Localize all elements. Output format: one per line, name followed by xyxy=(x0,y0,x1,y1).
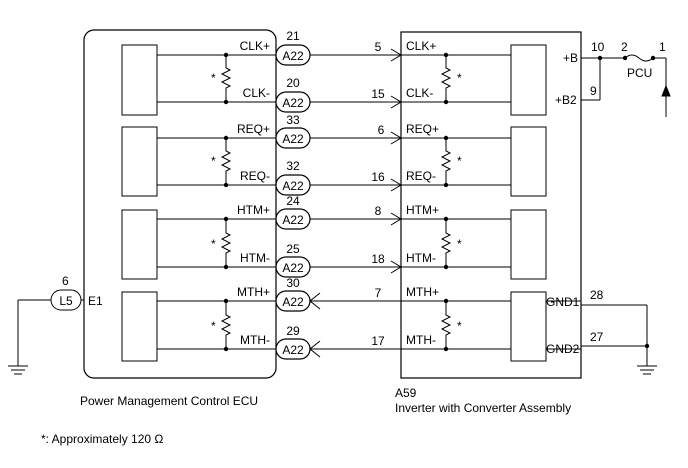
resistor-mark: * xyxy=(211,237,216,251)
inv-pin-number: 16 xyxy=(371,170,385,184)
resistor-mark: * xyxy=(211,154,216,168)
inv-htm-block xyxy=(510,209,547,280)
inv-pin-number: 8 xyxy=(375,204,382,218)
ecu-pin-number: 24 xyxy=(286,194,300,208)
ecu-mth-resistor xyxy=(220,301,232,349)
ground-pin-number: 6 xyxy=(62,274,69,288)
fuse-pin-left: 2 xyxy=(621,40,628,54)
ground-pin-27: 27 xyxy=(590,330,604,344)
connector-label: A22 xyxy=(282,343,304,357)
inv-signal-label: CLK+ xyxy=(406,39,436,53)
inverter-name: Inverter with Converter Assembly xyxy=(395,401,571,415)
inverter-connector-id: A59 xyxy=(395,386,417,400)
ecu-pin-number: 25 xyxy=(286,242,300,256)
ecu-pin-number: 30 xyxy=(286,276,300,290)
inverter-box xyxy=(400,31,582,379)
inv-signal-label: CLK- xyxy=(406,86,433,100)
inv-signal-label: REQ- xyxy=(406,169,436,183)
inv-pin-number: 5 xyxy=(375,40,382,54)
connector-oval xyxy=(275,44,311,66)
ecu-signal-label: REQ+ xyxy=(237,122,270,136)
inv-signal-label: HTM- xyxy=(406,251,436,265)
ecu-signal-label: MTH+ xyxy=(237,285,270,299)
connector-label: A22 xyxy=(282,295,304,309)
connector-oval xyxy=(275,174,311,196)
ecu-name: Power Management Control ECU xyxy=(80,394,258,408)
ecu-req-resistor xyxy=(220,138,232,185)
connector-oval xyxy=(275,91,311,113)
resistor-mark: * xyxy=(457,237,462,251)
resistor-mark: * xyxy=(211,319,216,333)
ecu-signal-label: CLK+ xyxy=(240,39,270,53)
connector-label: A22 xyxy=(282,213,304,227)
inv-pin-number: 15 xyxy=(371,87,385,101)
connector-label: A22 xyxy=(282,261,304,275)
ecu-signal-label: HTM- xyxy=(240,251,270,265)
inv-mth-block xyxy=(510,291,547,362)
ground-connector-label: L5 xyxy=(59,294,73,308)
ecu-pin-number: 29 xyxy=(286,324,300,338)
power-arrow-icon xyxy=(661,84,671,97)
fuse-pin-right: 1 xyxy=(659,40,666,54)
connector-label: A22 xyxy=(282,49,304,63)
inv-mth-resistor xyxy=(440,301,452,349)
fuse-label: PCU xyxy=(627,66,652,80)
ecu-htm-resistor xyxy=(220,219,232,267)
inv-signal-label: REQ+ xyxy=(406,122,439,136)
ecu-clk-block xyxy=(121,44,158,116)
ecu-pin-number: 32 xyxy=(286,159,300,173)
inv-clk-block xyxy=(510,44,547,116)
power-label-b2: +B2 xyxy=(555,93,577,107)
inv-pin-number: 6 xyxy=(378,123,385,137)
power-label-b: +B xyxy=(563,51,578,65)
connector-oval xyxy=(275,127,311,149)
ecu-pin-number: 20 xyxy=(286,76,300,90)
ground-label-gnd2: GND2 xyxy=(546,342,580,356)
inv-pin-number: 17 xyxy=(371,334,385,348)
inv-pin-number: 18 xyxy=(371,252,385,266)
ecu-signal-label: HTM+ xyxy=(237,203,270,217)
resistor-mark: * xyxy=(211,71,216,85)
connector-label: A22 xyxy=(282,96,304,110)
resistor-mark: * xyxy=(457,71,462,85)
inv-signal-label: MTH+ xyxy=(406,285,439,299)
power-pin-b: 10 xyxy=(591,40,605,54)
ecu-pin-number: 33 xyxy=(286,113,300,127)
inv-req-block xyxy=(510,126,547,197)
ecu-req-block xyxy=(121,126,158,197)
terminating-resistors xyxy=(220,55,452,349)
resistor-mark: * xyxy=(457,319,462,333)
footnote: *: Approximately 120 Ω xyxy=(41,432,163,446)
connector-label: A22 xyxy=(282,132,304,146)
inv-pin-number: 7 xyxy=(375,286,382,300)
inv-clk-resistor xyxy=(440,55,452,102)
inv-signal-label: MTH- xyxy=(406,333,436,347)
ecu-box xyxy=(83,29,277,379)
inv-req-resistor xyxy=(440,138,452,185)
ecu-signal-label: CLK- xyxy=(243,86,270,100)
ecu-mth-block xyxy=(121,291,158,362)
input-arrows xyxy=(309,48,402,358)
ecu-signal-label: MTH- xyxy=(240,333,270,347)
ecu-connector-id: E1 xyxy=(88,294,103,308)
inv-signal-label: HTM+ xyxy=(406,203,439,217)
ecu-clk-resistor xyxy=(220,55,232,102)
connector-oval xyxy=(275,256,311,278)
connector-label: A22 xyxy=(282,179,304,193)
resistor-mark: * xyxy=(457,154,462,168)
ecu-htm-block xyxy=(121,209,158,280)
inv-htm-resistor xyxy=(440,219,452,267)
ecu-signal-label: REQ- xyxy=(240,169,270,183)
ground-pin-28: 28 xyxy=(590,288,604,302)
ecu-pin-number: 21 xyxy=(286,29,300,43)
power-pin-b2: 9 xyxy=(590,84,597,98)
ground-label-gnd1: GND1 xyxy=(546,295,580,309)
connector-oval xyxy=(275,208,311,230)
